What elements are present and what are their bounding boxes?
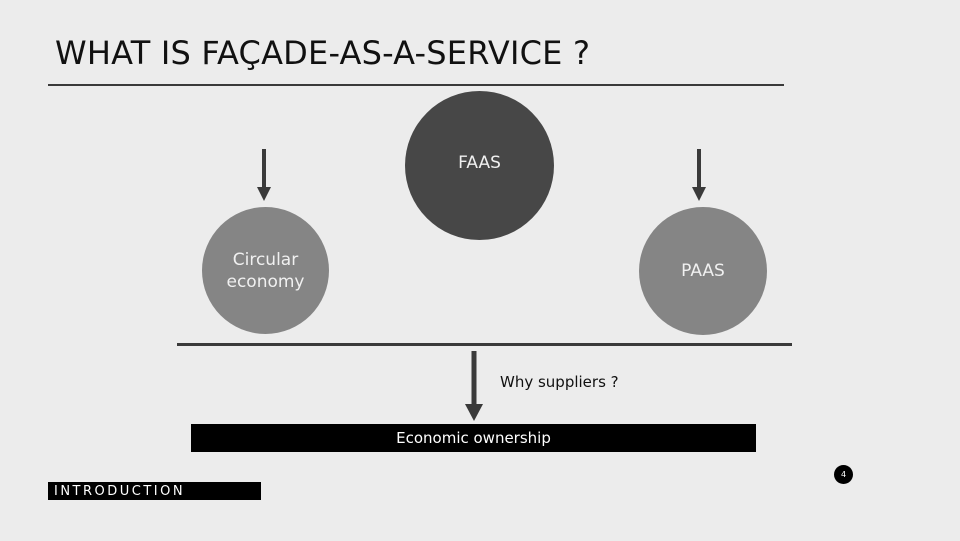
faas-label: FAAS [458, 152, 501, 173]
circular-economy-circle: Circular economy [202, 207, 329, 334]
section-tag: INTRODUCTION [48, 482, 261, 500]
arrow-down-center-icon [465, 351, 483, 421]
page-number-badge: 4 [834, 465, 853, 484]
title-underline [48, 84, 784, 86]
circular-economy-line1: Circular [232, 249, 299, 270]
why-suppliers-text: Why suppliers ? [500, 373, 619, 391]
faas-circle: FAAS [405, 91, 554, 240]
circular-economy-label: Circular economy [226, 249, 304, 293]
paas-circle: PAAS [639, 207, 767, 335]
slide-title: WHAT IS FAÇADE-AS-A-SERVICE ? [55, 34, 591, 72]
economic-ownership-bar: Economic ownership [191, 424, 756, 452]
circular-economy-line2: economy [226, 271, 305, 292]
arrow-down-left-icon [257, 149, 271, 201]
arrow-down-right-icon [692, 149, 706, 201]
paas-label: PAAS [681, 261, 725, 281]
divider-line [177, 343, 792, 346]
